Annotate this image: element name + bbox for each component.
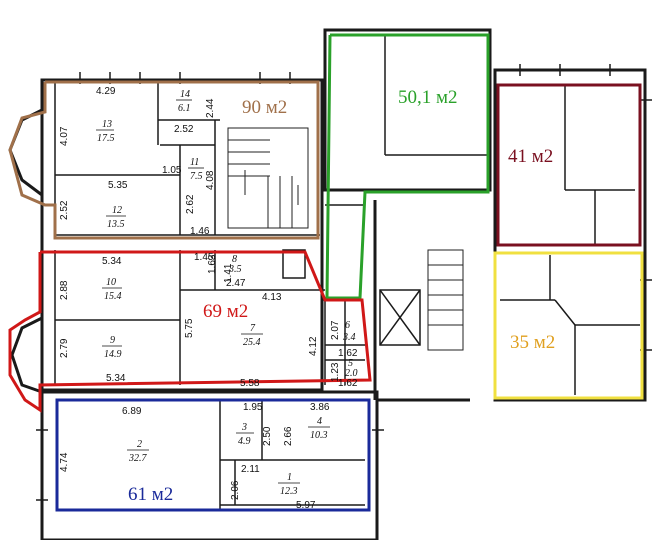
wall xyxy=(554,299,576,326)
dim: 2.88 xyxy=(59,280,70,300)
window-marks xyxy=(36,64,652,501)
dim: 1.46 xyxy=(190,226,210,237)
room-8-number: 8 xyxy=(232,254,237,265)
room-7-area: 25.4 xyxy=(243,337,261,348)
dim: 4.13 xyxy=(262,292,282,303)
dim: 2.50 xyxy=(262,426,273,446)
dim: 5.35 xyxy=(108,180,128,191)
staircase-centre xyxy=(427,249,464,351)
room-7-number: 7 xyxy=(250,323,256,334)
room-11-area: 7.5 xyxy=(190,171,203,182)
dim: 1.41 xyxy=(223,263,234,283)
plan-walls xyxy=(8,28,652,540)
room-9-area: 14.9 xyxy=(104,349,122,360)
dim: 2.06 xyxy=(230,480,241,500)
dim: 5.58 xyxy=(240,378,260,389)
room-labels: 13 17.5 14 6.1 11 7.5 12 13.5 10 15.4 8 … xyxy=(96,89,358,497)
zone-61-label: 61 м2 xyxy=(128,484,173,505)
lift-cross xyxy=(379,289,421,346)
zone-41-outline xyxy=(496,83,642,247)
dim: 4.12 xyxy=(308,336,319,356)
dim: 2.66 xyxy=(283,426,294,446)
dim: 2.79 xyxy=(59,338,70,358)
room-5-number: 5 xyxy=(348,358,353,369)
zone-35-label: 35 м2 xyxy=(510,332,555,353)
room-6-number: 6 xyxy=(345,320,350,331)
room-13-number: 13 xyxy=(102,119,112,130)
room-12-number: 12 xyxy=(112,205,122,216)
dim: 4.74 xyxy=(59,452,70,472)
dim: 2.52 xyxy=(174,124,194,135)
room-1-number: 1 xyxy=(287,472,292,483)
dim: 4.29 xyxy=(96,86,116,97)
dimension-labels: 4.29 4.07 2.44 2.52 1.05 4.08 5.35 2.62 … xyxy=(59,86,358,511)
left-block-outline xyxy=(40,78,324,392)
dim: 1.63 xyxy=(207,254,218,274)
dim: 2.07 xyxy=(330,320,341,340)
room-14-number: 14 xyxy=(180,89,190,100)
stair-steps-centre xyxy=(428,264,463,326)
dim: 5.34 xyxy=(102,256,122,267)
dim: 1.62 xyxy=(338,348,358,359)
zone-69-label: 69 м2 xyxy=(203,301,248,322)
dim: 2.52 xyxy=(59,200,70,220)
room-14-area: 6.1 xyxy=(178,103,191,114)
zone-35-outline xyxy=(493,251,644,400)
dim: 3.86 xyxy=(310,402,330,413)
room-10-area: 15.4 xyxy=(104,291,122,302)
room-10-number: 10 xyxy=(106,277,116,288)
dim: 5.97 xyxy=(296,500,316,511)
zone-90-outline xyxy=(8,80,320,240)
zone-50-label: 50,1 м2 xyxy=(398,87,458,108)
dim: 1.45 xyxy=(194,252,214,263)
dim: 4.07 xyxy=(59,126,70,146)
room-5-area: 2.0 xyxy=(345,368,358,379)
dim: 2.44 xyxy=(205,98,216,118)
dim: 2.11 xyxy=(241,464,260,475)
room-11-number: 11 xyxy=(190,157,199,168)
dim: 1.05 xyxy=(162,165,182,176)
stair-steps xyxy=(228,139,299,228)
centre-block-outline xyxy=(323,28,492,192)
dim: 1.95 xyxy=(243,402,263,413)
room-3-number: 3 xyxy=(241,422,247,433)
zone-90-label: 90 м2 xyxy=(242,97,287,118)
zone-69-outline xyxy=(8,250,372,413)
dim: 6.89 xyxy=(122,406,142,417)
dim: 4.08 xyxy=(205,170,216,190)
room-1-area: 12.3 xyxy=(280,486,298,497)
dim: 1.23 xyxy=(330,362,341,382)
dim: 2.47 xyxy=(226,278,246,289)
room-6-area: 3.4 xyxy=(342,332,356,343)
room-4-number: 4 xyxy=(317,416,322,427)
bay-window-bottom xyxy=(10,316,43,394)
zone-41-label: 41 м2 xyxy=(508,146,553,167)
room-4-area: 10.3 xyxy=(310,430,328,441)
bottom-block-outline xyxy=(40,390,379,540)
zone-50-outline xyxy=(325,33,490,300)
room-8-area: 3.5 xyxy=(228,264,242,275)
shaft xyxy=(282,249,306,279)
room-3-area: 4.9 xyxy=(238,436,251,447)
room-9-number: 9 xyxy=(110,335,115,346)
room-13-area: 17.5 xyxy=(97,133,115,144)
zone-61-outline xyxy=(55,398,371,512)
room-2-number: 2 xyxy=(137,439,142,450)
right-block-outline xyxy=(493,68,647,402)
dim: 1.62 xyxy=(338,378,358,389)
dim: 5.34 xyxy=(106,373,126,384)
dim: 2.62 xyxy=(185,194,196,214)
lift-shaft xyxy=(379,289,421,346)
room-2-area: 32.7 xyxy=(128,453,148,464)
room-12-area: 13.5 xyxy=(107,219,125,230)
dim: 5.75 xyxy=(184,318,195,338)
bay-window-top xyxy=(8,108,43,197)
